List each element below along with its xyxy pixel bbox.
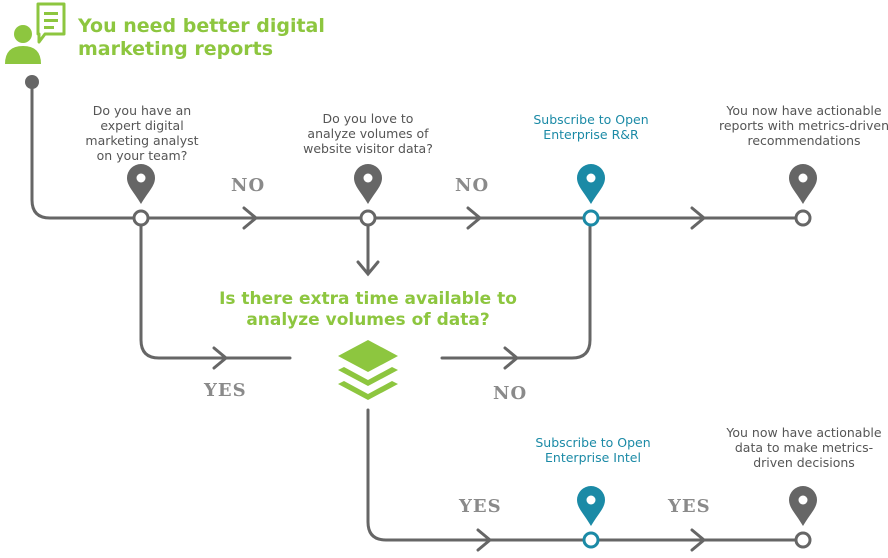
arrow-no-1 [242, 206, 259, 230]
map-pin-icon [577, 164, 605, 204]
arrow-no-2 [466, 206, 483, 230]
map-pin-icon [354, 164, 382, 204]
start-dot [25, 75, 39, 89]
edge-label-yes: YES [459, 496, 502, 517]
node-outcome-data [794, 531, 812, 549]
question-extra-time: Is there extra time available to analyze… [219, 289, 517, 330]
start-connector [30, 80, 136, 220]
node-love [359, 209, 377, 227]
yes-bottom-line [366, 408, 798, 542]
stacked-layers-icon [338, 340, 398, 400]
arrow-yes-intel [690, 528, 707, 552]
question-love-analyze: Do you love to analyze volumes of websit… [303, 111, 433, 156]
arrow-yes-analyst [212, 346, 229, 370]
node-subscribe-intel [582, 531, 600, 549]
node-subscribe-rr [582, 209, 600, 227]
node-analyst [132, 209, 150, 227]
no-return-line [440, 223, 592, 360]
arrow-to-outcome-1 [690, 206, 707, 230]
node-circles [132, 209, 812, 549]
person-speech-bubble-icon [5, 2, 66, 64]
edge-label-yes: YES [204, 380, 247, 401]
page-title: You need better digital marketing report… [78, 15, 325, 60]
yes-branch-line [139, 223, 292, 360]
edge-label-yes: YES [668, 496, 711, 517]
connector-lines [30, 80, 798, 552]
map-pin-icon [127, 164, 155, 204]
outcome-actionable-reports: You now have actionable reports with met… [719, 103, 888, 148]
edge-label-no: NO [455, 175, 490, 196]
outcome-actionable-data: You now have actionable data to make met… [726, 425, 882, 470]
edge-label-no: NO [231, 175, 266, 196]
question-expert-analyst: Do you have an expert digital marketing … [85, 103, 199, 163]
subscribe-open-enterprise-intel: Subscribe to Open Enterprise Intel [535, 435, 651, 465]
map-pin-icon [577, 486, 605, 526]
arrow-down [356, 260, 380, 277]
arrow-yes-time [476, 528, 493, 552]
subscribe-open-enterprise-rr: Subscribe to Open Enterprise R&R [533, 112, 649, 142]
map-pin-icon [789, 164, 817, 204]
node-outcome-reports [794, 209, 812, 227]
map-pin-icon [789, 486, 817, 526]
edge-label-no: NO [493, 383, 528, 404]
arrow-no-time [503, 346, 520, 370]
